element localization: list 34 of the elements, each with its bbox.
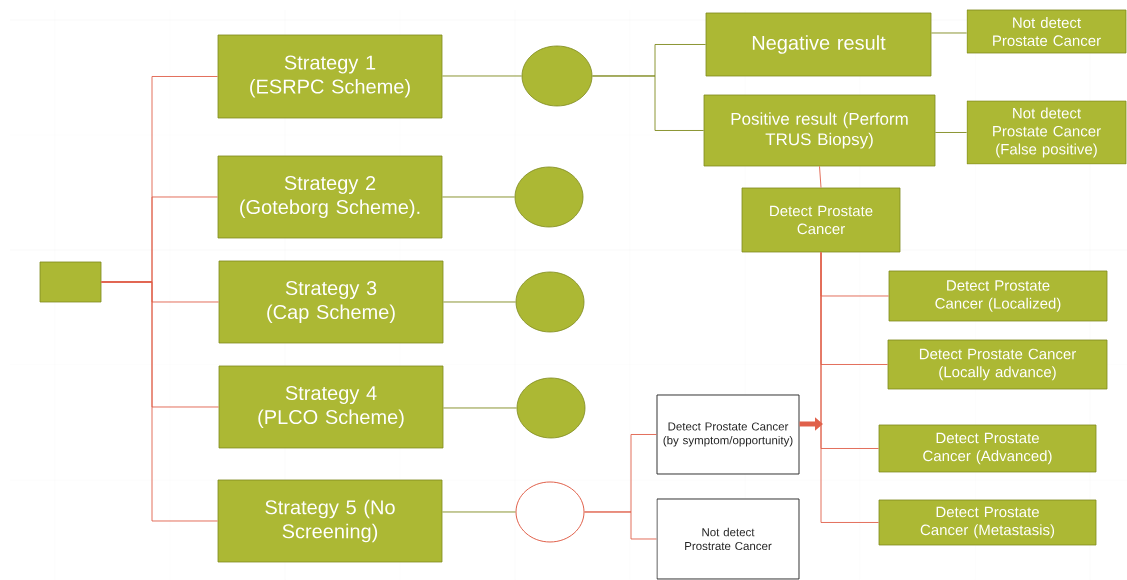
connector-line bbox=[934, 132, 968, 133]
chance-circle bbox=[516, 377, 586, 439]
chance-circle bbox=[521, 45, 593, 107]
connector-line bbox=[930, 32, 968, 34]
process-box: Detect Prostate Cancer (Locally advance) bbox=[887, 339, 1108, 390]
chance-circle bbox=[515, 481, 585, 543]
connector-line bbox=[441, 75, 523, 77]
connector-line bbox=[584, 511, 657, 540]
process-box: Not detect Prostate Cancer (False positive) bbox=[966, 100, 1127, 165]
outcome-box: Detect Prostate Cancer (by symptom/opportunity) bbox=[656, 394, 800, 475]
connector-line bbox=[441, 511, 516, 513]
process-box: Strategy 5 (No Screening) bbox=[217, 479, 443, 563]
connector-line bbox=[820, 251, 880, 523]
root-box bbox=[39, 261, 102, 303]
process-box: Not detect Prostate Cancer bbox=[966, 9, 1127, 54]
process-box: Detect Prostate Cancer bbox=[741, 187, 901, 253]
connector-line bbox=[442, 407, 518, 409]
connector-line bbox=[591, 75, 705, 131]
connector-line bbox=[442, 301, 517, 303]
process-box: Detect Prostate Cancer (Metastasis) bbox=[878, 499, 1097, 546]
process-box: Positive result (Perform TRUS Biopsy) bbox=[703, 94, 936, 167]
process-box: Strategy 1 (ESRPC Scheme) bbox=[217, 34, 443, 119]
connector-line bbox=[100, 281, 219, 522]
process-box: Strategy 4 (PLCO Scheme) bbox=[218, 365, 444, 449]
chance-circle bbox=[515, 271, 585, 333]
chance-circle bbox=[514, 166, 584, 228]
connector-line bbox=[819, 165, 822, 189]
outcome-box: Not detect Prostrate Cancer bbox=[656, 498, 800, 580]
process-box: Strategy 2 (Goteborg Scheme). bbox=[217, 155, 443, 239]
process-box: Detect Prostate Cancer (Localized) bbox=[888, 270, 1108, 322]
connector-line bbox=[441, 196, 516, 198]
process-box: Strategy 3 (Cap Scheme) bbox=[218, 260, 444, 344]
process-box: Detect Prostate Cancer (Advanced) bbox=[878, 424, 1097, 473]
process-box: Negative result bbox=[705, 12, 932, 77]
